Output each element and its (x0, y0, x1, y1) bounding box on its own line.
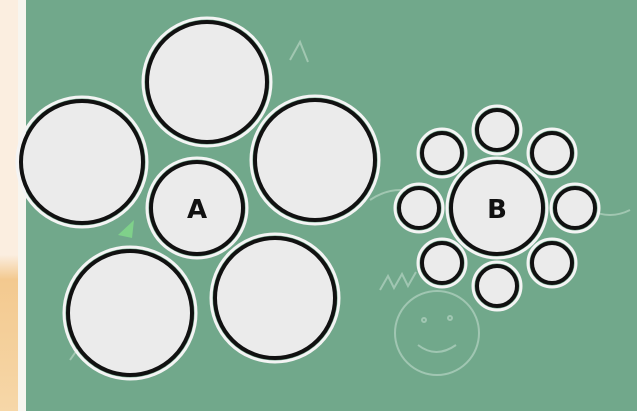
group-b-outer-circle-1-halo (471, 104, 523, 156)
group-b-outer-circle-8-halo (416, 127, 468, 179)
group-b-outer-circle-7-halo (393, 182, 445, 234)
group-b-outer-circle-3 (553, 186, 597, 230)
label-b: B (487, 195, 507, 225)
triangle-accent (118, 220, 134, 238)
group-b-center-circle (449, 160, 545, 256)
group-a-outer-circle-5 (19, 99, 145, 225)
group-a-outer-circle-4 (66, 249, 194, 377)
group-a-outer-circle-3-halo (209, 232, 341, 364)
group-a-outer-circle-2-halo (249, 94, 381, 226)
group-a-center-circle-halo (145, 156, 249, 260)
group-b-outer-circle-1 (475, 108, 519, 152)
group-a-outer-circle-4-halo (62, 245, 198, 381)
group-b-outer-circle-3-halo (549, 182, 601, 234)
group-b-outer-circle-6 (420, 241, 464, 285)
group-a (15, 16, 381, 381)
group-b-center-circle-halo (445, 156, 549, 260)
group-b-outer-circle-5-halo (471, 260, 523, 312)
label-a: A (187, 195, 207, 225)
group-a-outer-circle-5-halo (15, 95, 149, 229)
group-a-outer-circle-2 (253, 98, 377, 222)
group-a-outer-circle-1 (145, 20, 269, 144)
group-b-outer-circle-6-halo (416, 237, 468, 289)
group-b-outer-circle-7 (397, 186, 441, 230)
group-b (393, 104, 601, 312)
group-b-outer-circle-4-halo (526, 237, 578, 289)
group-b-outer-circle-8 (420, 131, 464, 175)
group-b-outer-circle-2-halo (526, 127, 578, 179)
left-panel-edge (0, 0, 18, 411)
group-b-outer-circle-5 (475, 264, 519, 308)
panel-divider (18, 0, 26, 411)
group-b-outer-circle-4 (530, 241, 574, 285)
group-a-outer-circle-3 (213, 236, 337, 360)
group-a-outer-circle-1-halo (141, 16, 273, 148)
group-b-outer-circle-2 (530, 131, 574, 175)
group-a-center-circle (149, 160, 245, 256)
